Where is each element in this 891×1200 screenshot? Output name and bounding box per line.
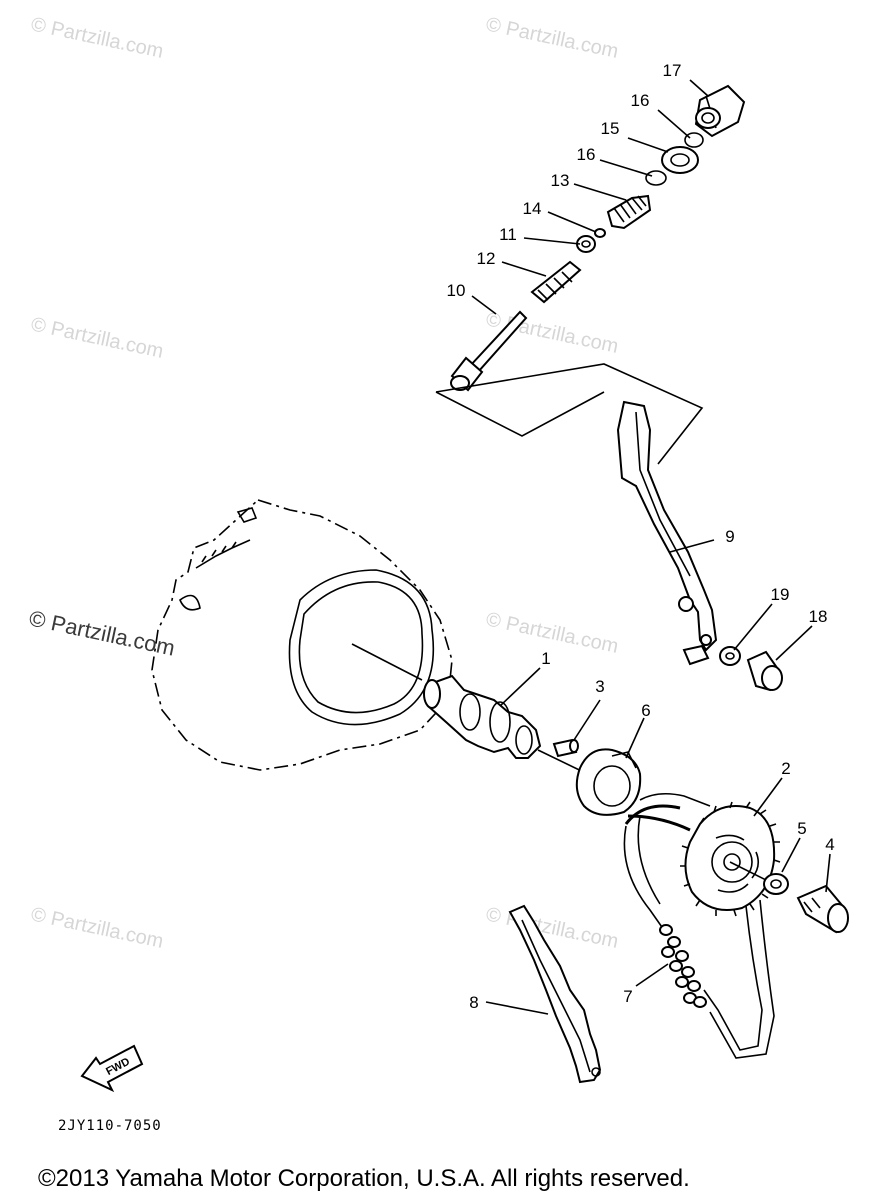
watermark: © Partzilla.com — [29, 13, 165, 63]
part-9-chain-guide — [616, 400, 718, 666]
part-2-cam-sprocket — [680, 801, 781, 917]
chain-links — [659, 924, 707, 1008]
part-5-washer — [763, 873, 789, 895]
label-part-3: 3 — [595, 677, 604, 696]
fwd-arrow-icon: FWD — [80, 1044, 144, 1093]
tensioner-assembly — [435, 84, 746, 465]
label-part-17: 17 — [663, 61, 682, 80]
watermark: © Partzilla.com — [484, 608, 620, 658]
label-part-14: 14 — [523, 199, 542, 218]
watermark: © Partzilla.com — [29, 903, 165, 953]
part-17-cap-bolt — [694, 84, 746, 138]
leader-lines — [471, 79, 831, 1015]
label-part-18: 18 — [809, 607, 828, 626]
label-part-13: 13 — [551, 171, 570, 190]
watermark: © Partzilla.com — [29, 313, 165, 363]
label-part-2: 2 — [781, 759, 790, 778]
part-12-spring — [530, 260, 582, 304]
part-labels: 17 16 15 16 13 14 11 12 10 9 19 18 1 3 6… — [447, 61, 835, 1012]
label-part-10: 10 — [447, 281, 466, 300]
label-part-7: 7 — [623, 987, 632, 1006]
label-part-4: 4 — [825, 835, 834, 854]
part-19-washer — [719, 646, 741, 666]
label-part-16: 16 — [577, 145, 596, 164]
cylinder-head-outline — [151, 499, 453, 771]
part-15-gasket — [661, 146, 699, 174]
part-3-dowel-pin — [552, 738, 579, 758]
part-7-cam-chain — [623, 792, 775, 1059]
part-14-pin — [594, 228, 606, 238]
label-part-11: 11 — [499, 225, 517, 244]
part-1-camshaft — [423, 674, 542, 759]
label-part-5: 5 — [797, 819, 806, 838]
label-part-9: 9 — [725, 527, 734, 546]
label-part-16: 16 — [631, 91, 650, 110]
label-part-6: 6 — [641, 701, 650, 720]
part-13-spring — [606, 194, 652, 230]
part-18-bolt — [746, 650, 783, 692]
watermark: © Partzilla.com — [484, 903, 620, 953]
sprocket-centerline — [729, 861, 771, 883]
watermark: © Partzilla.com — [484, 13, 620, 63]
diagram-code: 2JY110-7050 — [58, 1118, 162, 1134]
label-part-1: 1 — [541, 649, 550, 668]
cam-centerline — [351, 643, 423, 681]
assembly-guide-line — [435, 363, 704, 465]
copyright-text: ©2013 Yamaha Motor Corporation, U.S.A. A… — [38, 1165, 690, 1192]
assembly-guide-line — [435, 391, 605, 437]
part-8-chain-guide — [508, 904, 602, 1084]
part-10-rod — [450, 310, 528, 392]
part-16-o-ring — [684, 132, 704, 148]
part-16-o-ring — [645, 170, 667, 186]
part-6-decompressor — [575, 748, 642, 816]
label-part-8: 8 — [469, 993, 478, 1012]
label-part-12: 12 — [477, 249, 496, 268]
part-4-bolt — [796, 884, 849, 934]
label-part-19: 19 — [771, 585, 790, 604]
watermark-layer: © Partzilla.com © Partzilla.com © Partzi… — [29, 13, 620, 953]
watermark-partzilla: © Partzilla.com — [27, 605, 177, 660]
label-part-15: 15 — [601, 119, 620, 138]
